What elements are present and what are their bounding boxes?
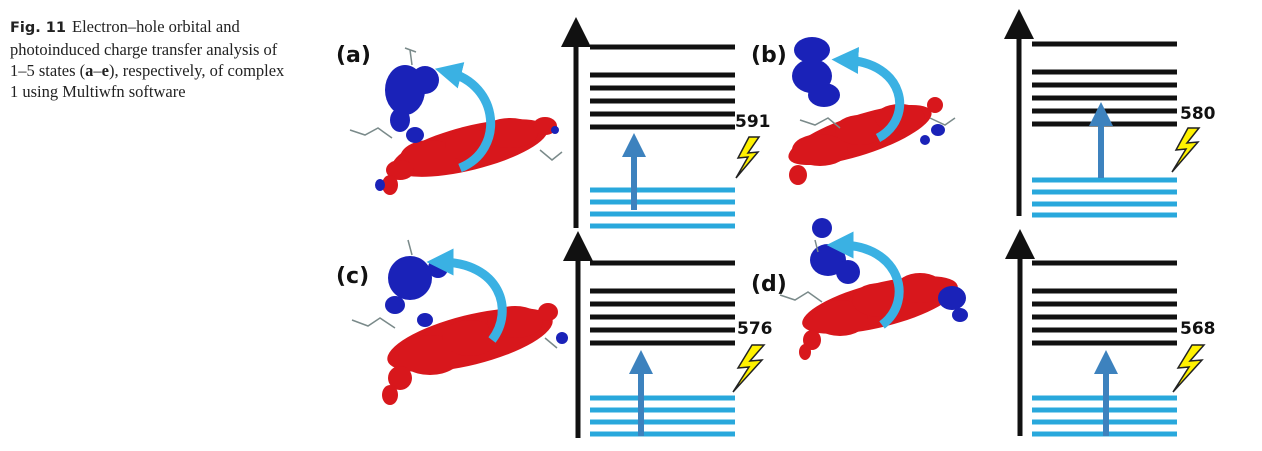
energy-level-diagram: 568 xyxy=(1005,229,1216,437)
charge-transfer-arrow-icon xyxy=(434,62,496,173)
caption-bold-a: a xyxy=(85,61,94,80)
occupied-levels xyxy=(590,187,735,229)
hole-density-cloud xyxy=(792,37,945,145)
caption-dash: – xyxy=(93,61,102,80)
panel-c: (c) xyxy=(336,231,773,438)
panel-letter: (a) xyxy=(336,43,371,68)
electron-density-cloud xyxy=(788,97,943,185)
unoccupied-levels xyxy=(1032,41,1177,127)
panel-a: (a) xyxy=(336,17,771,229)
unoccupied-levels xyxy=(590,44,735,130)
panel-d: (d) xyxy=(751,218,1216,437)
excitation-energy-label: 568 xyxy=(1180,319,1216,339)
lightning-bolt-icon xyxy=(735,136,761,179)
caption-bold-e: e xyxy=(101,61,109,80)
energy-level-diagram: 576 xyxy=(563,231,773,438)
charge-transfer-arrow-icon xyxy=(826,231,904,329)
charge-transfer-arrow-icon xyxy=(426,248,507,343)
energy-level-diagram: 580 xyxy=(1004,9,1216,218)
occupied-levels xyxy=(1032,177,1177,218)
panel-letter: (d) xyxy=(751,272,787,297)
excitation-energy-label: 580 xyxy=(1180,104,1216,124)
electron-density-cloud xyxy=(382,303,558,405)
unoccupied-levels xyxy=(590,260,735,346)
charge-transfer-arrow-icon xyxy=(831,46,905,142)
electron-density-cloud xyxy=(382,117,557,195)
lightning-bolt-icon xyxy=(732,344,766,393)
caption-text-pre: Electron–hole orbital and photoinduced c… xyxy=(10,17,278,80)
figure-label: Fig. 11 xyxy=(10,20,66,36)
hole-density-cloud xyxy=(375,65,559,191)
molecular-orbital-diagram xyxy=(788,37,956,185)
molecular-orbital-diagram xyxy=(779,218,968,360)
lightning-bolt-icon xyxy=(1171,127,1201,173)
molecular-orbital-diagram xyxy=(349,47,563,195)
panel-letter: (c) xyxy=(336,264,369,289)
caption-text-post: ), respectively, of complex 1 using Mult… xyxy=(10,61,285,101)
occupied-levels xyxy=(590,395,735,437)
unoccupied-levels xyxy=(1032,260,1177,346)
lightning-bolt-icon xyxy=(1172,344,1206,393)
panel-letter: (b) xyxy=(751,43,787,68)
excitation-energy-label: 576 xyxy=(737,319,773,339)
panel-b: (b) xyxy=(751,9,1216,218)
hole-density-cloud xyxy=(385,256,568,344)
energy-level-diagram: 591 xyxy=(561,17,771,229)
molecular-orbital-diagram xyxy=(351,239,568,405)
excitation-energy-label: 591 xyxy=(735,112,771,132)
electron-density-cloud xyxy=(799,273,958,360)
